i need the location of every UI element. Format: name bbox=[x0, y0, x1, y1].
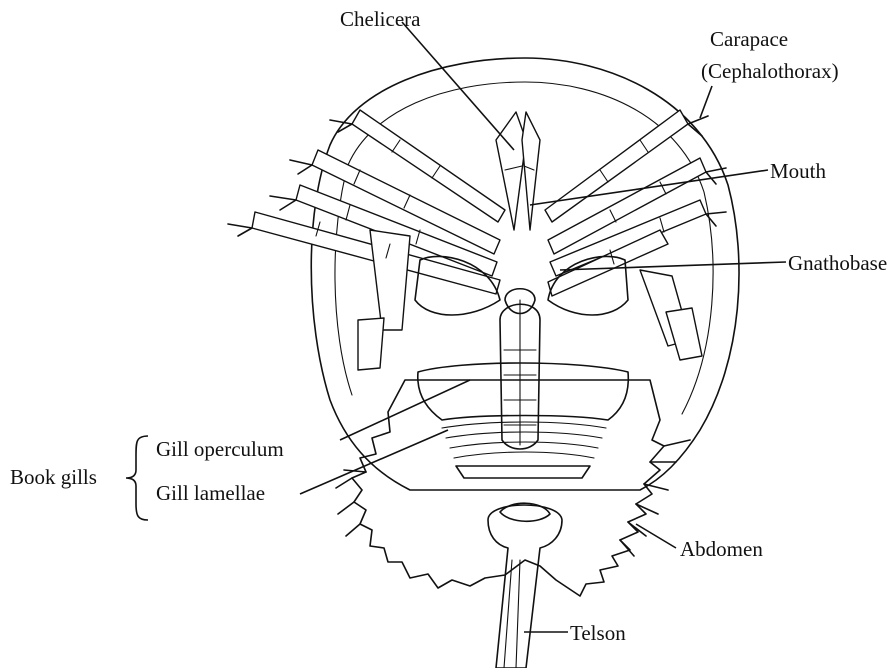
label-gill-operculum: Gill operculum bbox=[156, 437, 284, 461]
leader-gill-lamellae bbox=[300, 430, 448, 494]
abdomen-body bbox=[336, 380, 690, 596]
label-gnathobase: Gnathobase bbox=[788, 251, 887, 275]
leader-gill-operculum bbox=[340, 380, 470, 440]
leader-carapace bbox=[700, 86, 712, 118]
gill-lamellae-shape bbox=[442, 422, 606, 478]
label-gill-lamellae: Gill lamellae bbox=[156, 481, 265, 505]
label-telson: Telson bbox=[570, 621, 626, 645]
label-carapace: Carapace bbox=[710, 27, 788, 51]
label-book-gills: Book gills bbox=[10, 465, 97, 489]
label-abdomen: Abdomen bbox=[680, 537, 763, 561]
label-chelicera: Chelicera bbox=[340, 7, 421, 31]
label-cephalothorax: (Cephalothorax) bbox=[701, 59, 839, 83]
book-gills-brace bbox=[126, 436, 148, 520]
telson-shape bbox=[488, 503, 562, 668]
label-mouth: Mouth bbox=[770, 159, 827, 183]
leader-abdomen bbox=[636, 524, 676, 548]
